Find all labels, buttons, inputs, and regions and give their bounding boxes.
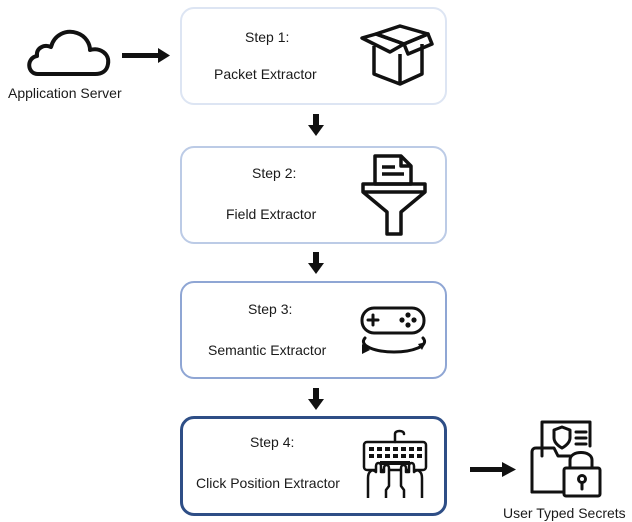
step-2-name: Field Extractor bbox=[226, 206, 317, 222]
secure-folder-icon bbox=[530, 420, 602, 498]
step-4-name: Click Position Extractor bbox=[196, 475, 340, 491]
step-4-title: Step 4: bbox=[250, 434, 295, 450]
output-label: User Typed Secrets bbox=[503, 505, 626, 521]
step-3-box bbox=[180, 281, 447, 379]
arrow-down-icon bbox=[308, 388, 324, 410]
step-3-title: Step 3: bbox=[248, 301, 293, 317]
keyboard-hands-icon bbox=[362, 429, 428, 498]
arrow-down-icon bbox=[308, 114, 324, 136]
cloud-icon bbox=[27, 29, 111, 76]
document-funnel-icon bbox=[361, 154, 427, 236]
step-1-name: Packet Extractor bbox=[214, 66, 317, 82]
arrow-right-icon bbox=[470, 462, 516, 477]
gamepad-icon bbox=[360, 306, 427, 354]
box-icon bbox=[360, 24, 434, 86]
step-1-box bbox=[180, 7, 447, 105]
step-1-title: Step 1: bbox=[245, 29, 290, 45]
arrow-right-icon bbox=[122, 48, 170, 63]
step-2-title: Step 2: bbox=[252, 165, 297, 181]
step-3-name: Semantic Extractor bbox=[208, 342, 327, 358]
arrow-down-icon bbox=[308, 252, 324, 274]
source-label: Application Server bbox=[8, 85, 122, 101]
